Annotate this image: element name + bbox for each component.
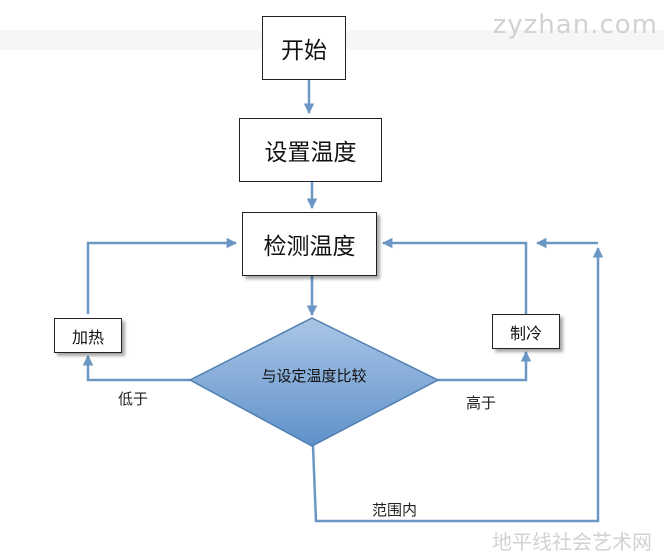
set-temp-node: 设置温度	[239, 118, 382, 182]
watermark-top: zyzhan.com	[492, 10, 658, 40]
decision-diamond	[188, 317, 440, 447]
edge-higher-to-cool	[438, 350, 532, 382]
edge-heat-to-detect	[86, 237, 238, 314]
edge-cool-to-detect	[381, 237, 528, 314]
cool-node: 制冷	[492, 314, 560, 349]
heat-node: 加热	[54, 318, 122, 353]
edge-lower-to-heat	[82, 354, 190, 382]
decision-label: 与设定温度比较	[261, 367, 367, 385]
label-lower: 低于	[118, 390, 149, 408]
start-node: 开始	[262, 16, 346, 80]
edge-in-range-loop	[311, 246, 604, 523]
label-in-range: 范围内	[372, 501, 418, 519]
watermark-bottom: 地平线社会艺术网	[492, 530, 652, 554]
detect-temp-node: 检测温度	[242, 212, 377, 276]
label-higher: 高于	[466, 394, 497, 412]
